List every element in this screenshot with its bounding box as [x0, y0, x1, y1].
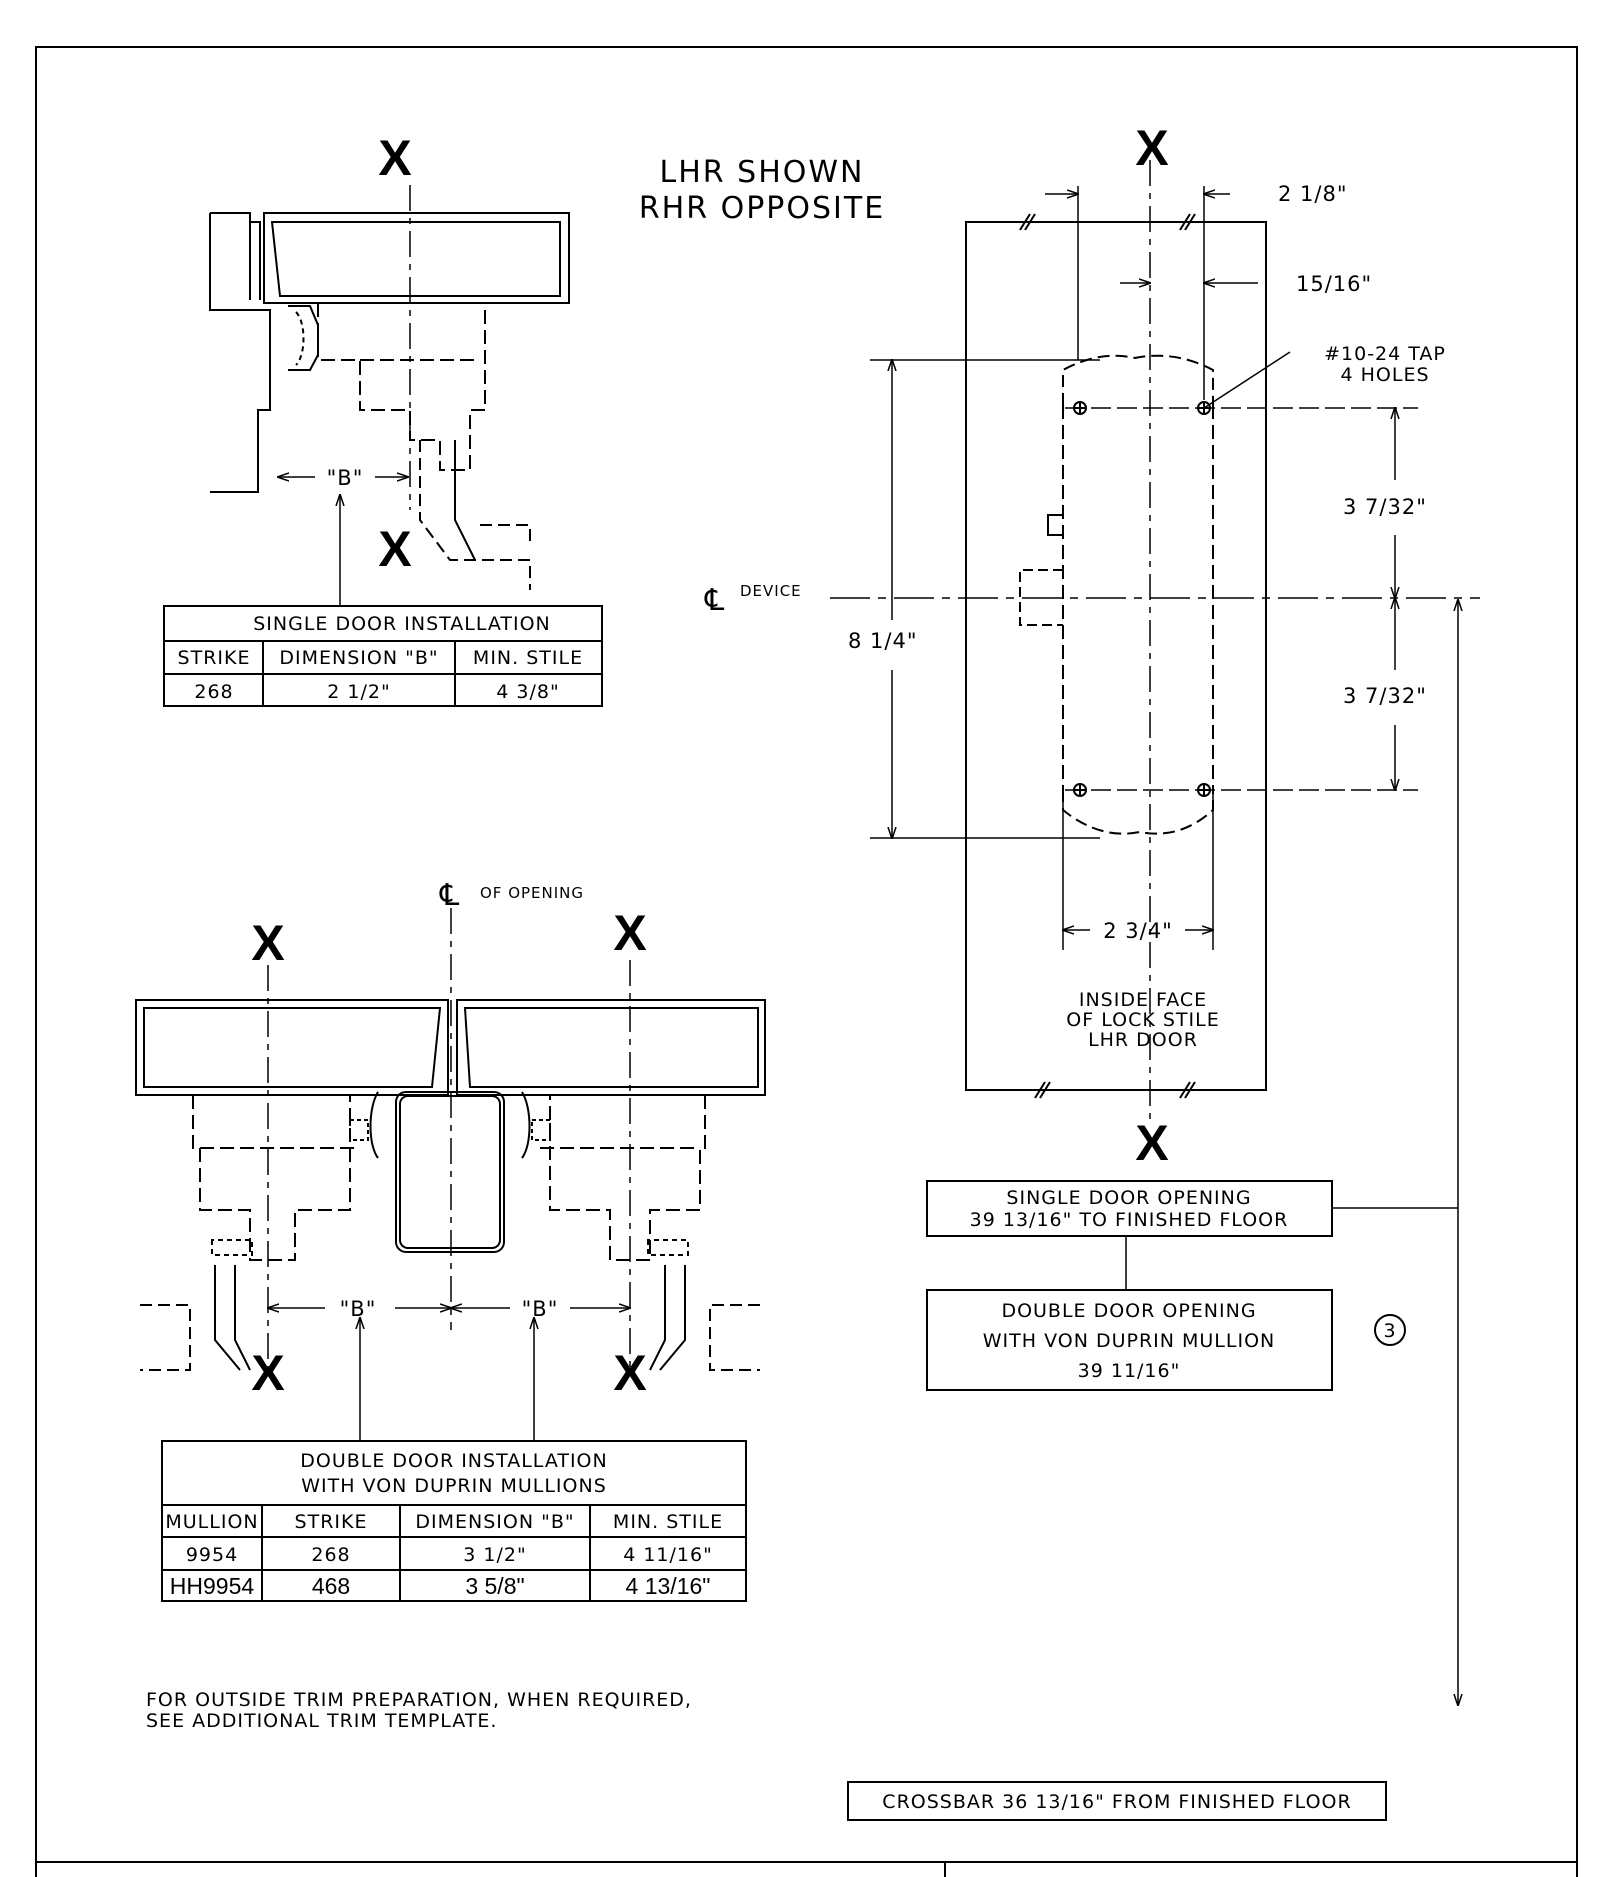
dimension-b-double — [268, 1308, 630, 1440]
dimension-b-single-label: "B" — [327, 466, 364, 490]
double-opening-line-3: 39 11/16" — [1078, 1360, 1181, 1382]
marker-x-double-left-bottom: X — [251, 1345, 284, 1401]
single-table-header-strike: STRIKE — [178, 647, 251, 669]
note-number-circle — [1374, 1314, 1406, 1346]
opening-centerline-label: OF OPENING — [480, 884, 584, 902]
dim-15-16: 15/16" — [1296, 272, 1372, 296]
double-table-r1-mullion: 9954 — [186, 1544, 238, 1566]
double-door-detail — [135, 999, 766, 1371]
single-opening-line-2: 39 13/16" TO FINISHED FLOOR — [970, 1209, 1289, 1231]
double-table-title-line-2: WITH VON DUPRIN MULLIONS — [301, 1475, 607, 1497]
double-table-r2-stile: 4 13/16" — [626, 1573, 711, 1599]
hand-note-line-2: RHR OPPOSITE — [639, 191, 885, 226]
single-table-header-dimension: DIMENSION "B" — [279, 647, 438, 669]
marker-x-template-bottom: X — [1135, 1115, 1168, 1171]
marker-x-double-right-bottom: X — [613, 1345, 646, 1401]
tap-note-line-2: 4 HOLES — [1340, 364, 1429, 386]
single-table-cell-stile: 4 3/8" — [496, 681, 559, 703]
single-table-header-stile: MIN. STILE — [473, 647, 583, 669]
single-door-table — [163, 605, 603, 707]
double-opening-line-2: WITH VON DUPRIN MULLION — [983, 1330, 1276, 1352]
tap-note-line-1: #10-24 TAP — [1324, 343, 1446, 365]
double-table-header-stile: MIN. STILE — [613, 1511, 723, 1533]
opening-boxes — [926, 1180, 1333, 1391]
opening-centerline-symbol: ℄ — [439, 878, 461, 913]
double-table-r2-strike: 468 — [312, 1573, 350, 1599]
double-table-title-line-1: DOUBLE DOOR INSTALLATION — [300, 1450, 607, 1472]
lock-stile-template — [965, 213, 1267, 1099]
double-opening-line-1: DOUBLE DOOR OPENING — [1001, 1300, 1256, 1322]
double-table-r2-mullion: HH9954 — [170, 1573, 255, 1599]
face-note-line-1: INSIDE FACE — [1079, 989, 1207, 1011]
dim-3-7-32-upper: 3 7/32" — [1343, 495, 1427, 519]
crossbar-note: CROSSBAR 36 13/16" FROM FINISHED FLOOR — [882, 1791, 1351, 1813]
marker-x-template-top: X — [1135, 120, 1168, 176]
dimension-b-double-right-label: "B" — [522, 1297, 559, 1321]
double-table-r1-dimension: 3 1/2" — [463, 1544, 526, 1566]
face-note-line-3: LHR DOOR — [1088, 1029, 1198, 1051]
double-table-r1-stile: 4 11/16" — [623, 1544, 713, 1566]
face-note-line-2: OF LOCK STILE — [1066, 1009, 1219, 1031]
note-number: 3 — [1383, 1320, 1396, 1342]
single-opening-line-1: SINGLE DOOR OPENING — [1006, 1187, 1251, 1209]
dim-2-1-8: 2 1/8" — [1278, 182, 1348, 206]
marker-x-double-left-top: X — [251, 915, 284, 971]
device-centerline-symbol: ℄ — [704, 583, 726, 618]
dim-2-3-4: 2 3/4" — [1103, 919, 1173, 943]
trim-note-line-2: SEE ADDITIONAL TRIM TEMPLATE. — [146, 1710, 497, 1732]
marker-x-single-top: X — [378, 130, 411, 186]
single-table-cell-dimension: 2 1/2" — [327, 681, 390, 703]
dimension-b-single — [278, 477, 408, 605]
double-table-header-mullion: MULLION — [165, 1511, 258, 1533]
dim-3-7-32-lower: 3 7/32" — [1343, 684, 1427, 708]
single-table-cell-strike: 268 — [194, 681, 233, 703]
double-table-r1-strike: 268 — [311, 1544, 350, 1566]
single-table-title: SINGLE DOOR INSTALLATION — [253, 613, 551, 635]
hand-note-line-1: LHR SHOWN — [660, 155, 865, 190]
template-lines — [830, 160, 1480, 1705]
single-door-detail — [209, 212, 570, 590]
double-centerlines — [267, 908, 631, 1370]
double-table-header-strike: STRIKE — [295, 1511, 368, 1533]
crossbar-box — [847, 1781, 1387, 1821]
dimension-b-double-left-label: "B" — [340, 1297, 377, 1321]
dim-8-1-4: 8 1/4" — [848, 629, 918, 653]
double-table-header-dimension: DIMENSION "B" — [415, 1511, 574, 1533]
marker-x-double-right-top: X — [613, 905, 646, 961]
trim-note-line-1: FOR OUTSIDE TRIM PREPARATION, WHEN REQUI… — [146, 1689, 692, 1711]
double-table-r2-dimension: 3 5/8" — [465, 1573, 524, 1599]
device-centerline-label: DEVICE — [740, 582, 802, 600]
marker-x-single-bottom: X — [378, 521, 411, 577]
sheet-border — [35, 46, 1578, 1877]
double-door-table — [161, 1440, 747, 1602]
